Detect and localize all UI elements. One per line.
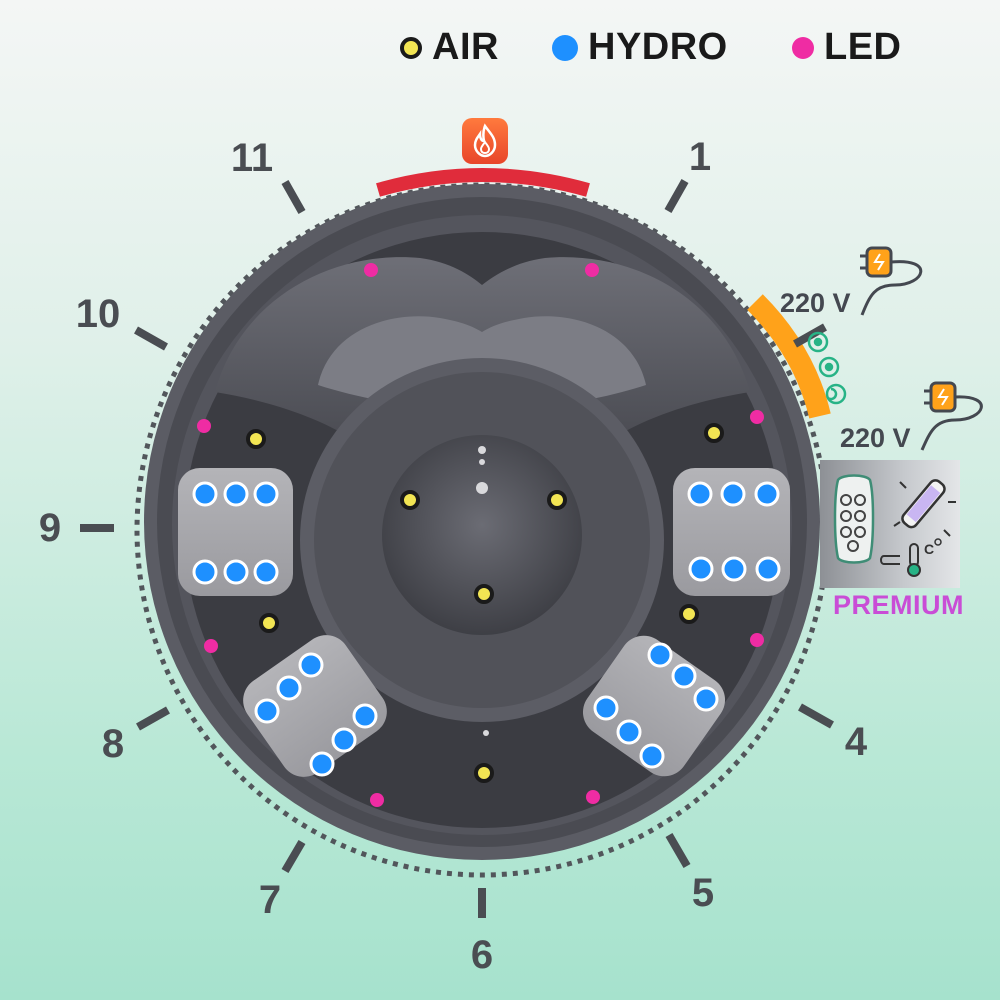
nozzle-fitting	[483, 730, 489, 736]
drain-fitting	[476, 482, 488, 494]
premium-package-box: C	[820, 460, 960, 588]
legend-hydro: HYDRO	[552, 25, 728, 70]
led-light	[750, 633, 764, 647]
flame-icon	[462, 118, 508, 164]
air-jet	[547, 490, 567, 510]
led-light	[370, 793, 384, 807]
tick-4	[798, 703, 834, 729]
hydro-jet	[352, 703, 378, 729]
clock-label-11: 11	[230, 136, 274, 180]
hydro-jet	[616, 719, 642, 745]
led-light	[197, 419, 211, 433]
hydro-jet	[671, 663, 697, 689]
legend-hydro-label: HYDRO	[588, 26, 728, 68]
hydro-jet	[721, 556, 747, 582]
legend-led-label: LED	[824, 26, 902, 68]
led-dot-icon	[792, 36, 814, 59]
hydro-jet	[693, 686, 719, 712]
air-jet	[246, 429, 266, 449]
hydro-jet	[688, 556, 714, 582]
hydro-jet	[639, 743, 665, 769]
air-jet	[474, 763, 494, 783]
air-jet	[474, 584, 494, 604]
footwell-basin	[382, 435, 582, 635]
hydro-jet	[223, 481, 249, 507]
clock-label-8: 8	[101, 722, 125, 766]
air-jet	[259, 613, 279, 633]
led-light	[586, 790, 600, 804]
hydro-jet	[720, 481, 746, 507]
nozzle-fitting	[478, 446, 486, 454]
hydro-jet	[254, 698, 280, 724]
power-plug-icon	[920, 381, 983, 451]
heater-arc	[376, 168, 590, 197]
clock-label-7: 7	[258, 878, 282, 922]
hydro-jet	[192, 481, 218, 507]
hydro-jet	[253, 559, 279, 585]
clock-label-1: 1	[688, 135, 712, 179]
hydro-jet	[223, 559, 249, 585]
jet-control-icons	[807, 331, 847, 405]
air-jet	[679, 604, 699, 624]
hydro-jet	[309, 751, 335, 777]
thermometer-icon: C	[880, 538, 942, 577]
svg-text:C: C	[924, 541, 934, 557]
air-jet	[704, 423, 724, 443]
hydro-jet	[276, 675, 302, 701]
hydro-jet	[331, 727, 357, 753]
clock-label-5: 5	[691, 871, 715, 915]
hydro-dot-icon	[552, 34, 578, 61]
hydro-jet	[755, 556, 781, 582]
led-light	[204, 639, 218, 653]
power-plug-icon	[860, 246, 923, 316]
power-arc	[747, 294, 831, 419]
nozzle-fitting	[479, 459, 485, 465]
hydro-jet	[754, 481, 780, 507]
legend-air: AIR	[400, 25, 499, 70]
clock-label-4: 4	[844, 720, 868, 764]
lower-voltage-label: 220 V	[840, 423, 911, 453]
tick-11	[281, 180, 306, 214]
hydro-jet	[192, 559, 218, 585]
hydro-jet	[298, 652, 324, 678]
tick-10	[134, 326, 168, 351]
hydro-jet	[593, 695, 619, 721]
legend-led: LED	[792, 25, 902, 70]
led-light	[750, 410, 764, 424]
tick-1	[664, 179, 689, 213]
legend: AIR HYDRO LED	[400, 25, 920, 70]
clock-label-6: 6	[470, 933, 494, 977]
tick-8	[136, 706, 170, 731]
clock-label-10: 10	[75, 292, 121, 336]
tick-7	[281, 839, 306, 874]
air-jet	[400, 490, 420, 510]
jet-control-icon	[818, 356, 840, 378]
tick-5	[665, 832, 691, 869]
hydro-jet	[687, 481, 713, 507]
filter-cartridge-icon	[833, 474, 875, 564]
uv-lamp-icon	[901, 479, 946, 529]
premium-label: PREMIUM	[833, 590, 964, 620]
legend-air-label: AIR	[432, 26, 499, 68]
tick-2	[793, 323, 827, 348]
jet-control-icon	[807, 331, 829, 353]
jet-control-icon	[825, 383, 847, 405]
air-dot-icon	[400, 36, 422, 59]
clock-label-9: 9	[38, 506, 62, 550]
upper-voltage-label: 220 V	[780, 288, 851, 318]
led-light	[585, 263, 599, 277]
hydro-jet	[647, 642, 673, 668]
led-light	[364, 263, 378, 277]
hydro-jet	[253, 481, 279, 507]
